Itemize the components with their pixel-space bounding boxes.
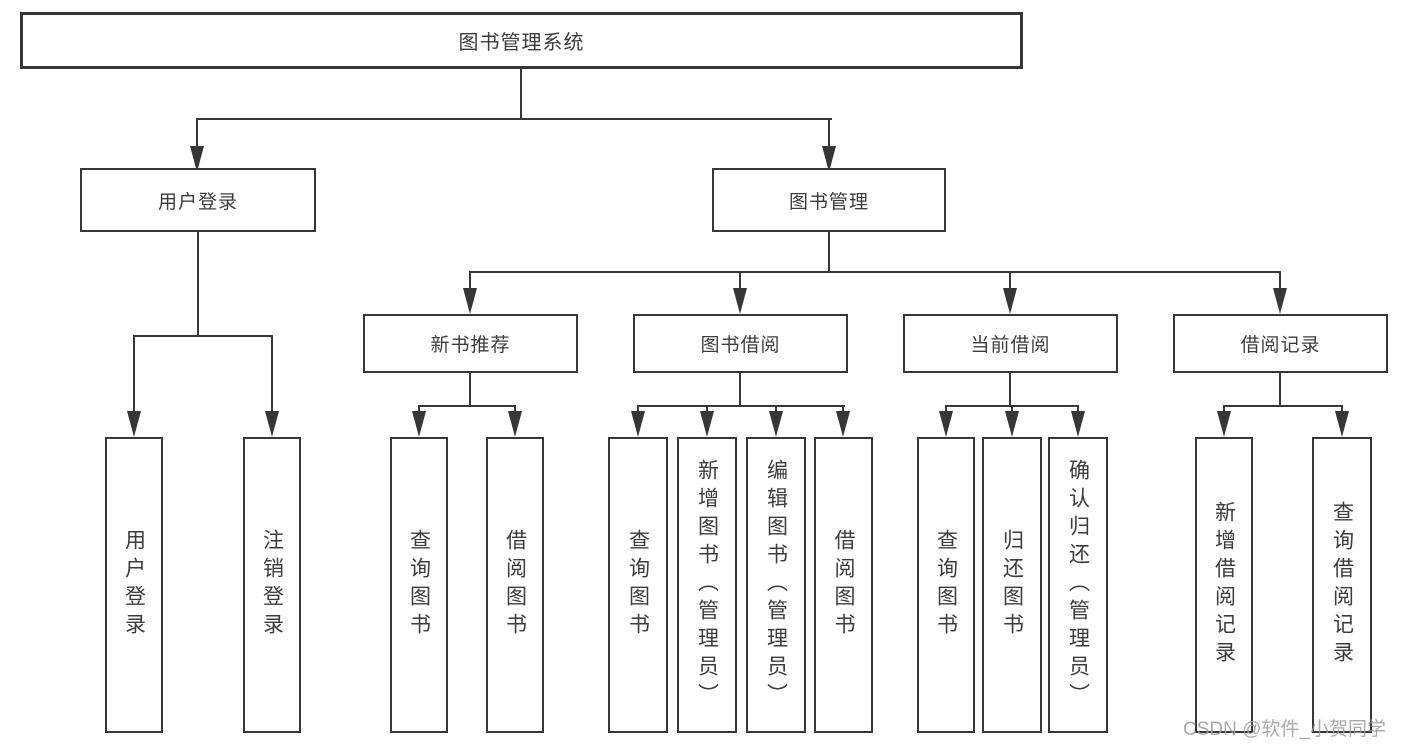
leaf-query-books-borrowing: 查询图书 [608, 437, 668, 733]
arrow-down-icon [265, 411, 279, 437]
connector-line [197, 232, 199, 336]
leaf-query-books-current: 查询图书 [917, 437, 975, 733]
leaf-edit-book-admin: 编辑图书（管理员） [746, 437, 806, 733]
csdn-watermark: CSDN @软件_小贺同学 [1183, 719, 1386, 740]
leaf-confirm-return-admin: 确认归还（管理员） [1048, 437, 1108, 733]
node-book-borrowing: 图书借阅 [633, 314, 848, 373]
arrow-down-icon [412, 411, 426, 437]
leaf-user-login: 用户登录 [105, 437, 163, 733]
arrow-down-icon [1071, 411, 1085, 437]
arrow-down-icon [1005, 411, 1019, 437]
connector-line [469, 273, 471, 290]
connector-line [637, 405, 845, 407]
node-book-management: 图书管理 [712, 168, 946, 232]
node-user-login: 用户登录 [80, 168, 316, 232]
connector-line [1279, 273, 1281, 290]
connector-line [739, 373, 741, 406]
arrow-down-icon [1217, 411, 1231, 437]
arrow-down-icon [1273, 288, 1287, 314]
arrow-down-icon [733, 288, 747, 314]
leaf-add-borrow-record: 新增借阅记录 [1195, 437, 1253, 733]
connector-line [133, 337, 135, 413]
connector-line [196, 120, 198, 148]
arrow-down-icon [190, 146, 204, 172]
connector-line [828, 232, 830, 273]
arrow-down-icon [463, 288, 477, 314]
node-current-borrowing: 当前借阅 [903, 314, 1118, 373]
node-borrowing-records: 借阅记录 [1173, 314, 1388, 373]
leaf-borrow-books-recommend: 借阅图书 [486, 437, 544, 733]
node-new-book-recommend: 新书推荐 [363, 314, 578, 373]
connector-line [1009, 273, 1011, 290]
node-library-management-system: 图书管理系统 [20, 12, 1023, 69]
connector-line [133, 335, 273, 337]
connector-line [1009, 373, 1011, 406]
arrow-down-icon [1003, 288, 1017, 314]
connector-line [828, 120, 830, 148]
arrow-down-icon [700, 411, 714, 437]
arrow-down-icon [769, 411, 783, 437]
connector-line [271, 337, 273, 413]
connector-line [739, 273, 741, 290]
leaf-query-borrow-record: 查询借阅记录 [1312, 437, 1372, 733]
connector-line [1223, 405, 1343, 407]
arrow-down-icon [939, 411, 953, 437]
leaf-query-books-recommend: 查询图书 [390, 437, 448, 733]
leaf-add-book-admin: 新增图书（管理员） [677, 437, 737, 733]
connector-line [196, 118, 832, 120]
leaf-logout: 注销登录 [243, 437, 301, 733]
arrow-down-icon [508, 411, 522, 437]
arrow-down-icon [631, 411, 645, 437]
connector-line [945, 405, 1079, 407]
arrow-down-icon [127, 411, 141, 437]
arrow-down-icon [836, 411, 850, 437]
connector-line [469, 271, 1281, 273]
arrow-down-icon [1335, 411, 1349, 437]
connector-line [418, 405, 516, 407]
leaf-return-book: 归还图书 [982, 437, 1042, 733]
arrow-down-icon [822, 146, 836, 172]
connector-line [1279, 373, 1281, 406]
leaf-borrow-books: 借阅图书 [814, 437, 873, 733]
connector-line [469, 373, 471, 406]
connector-line [520, 69, 522, 120]
